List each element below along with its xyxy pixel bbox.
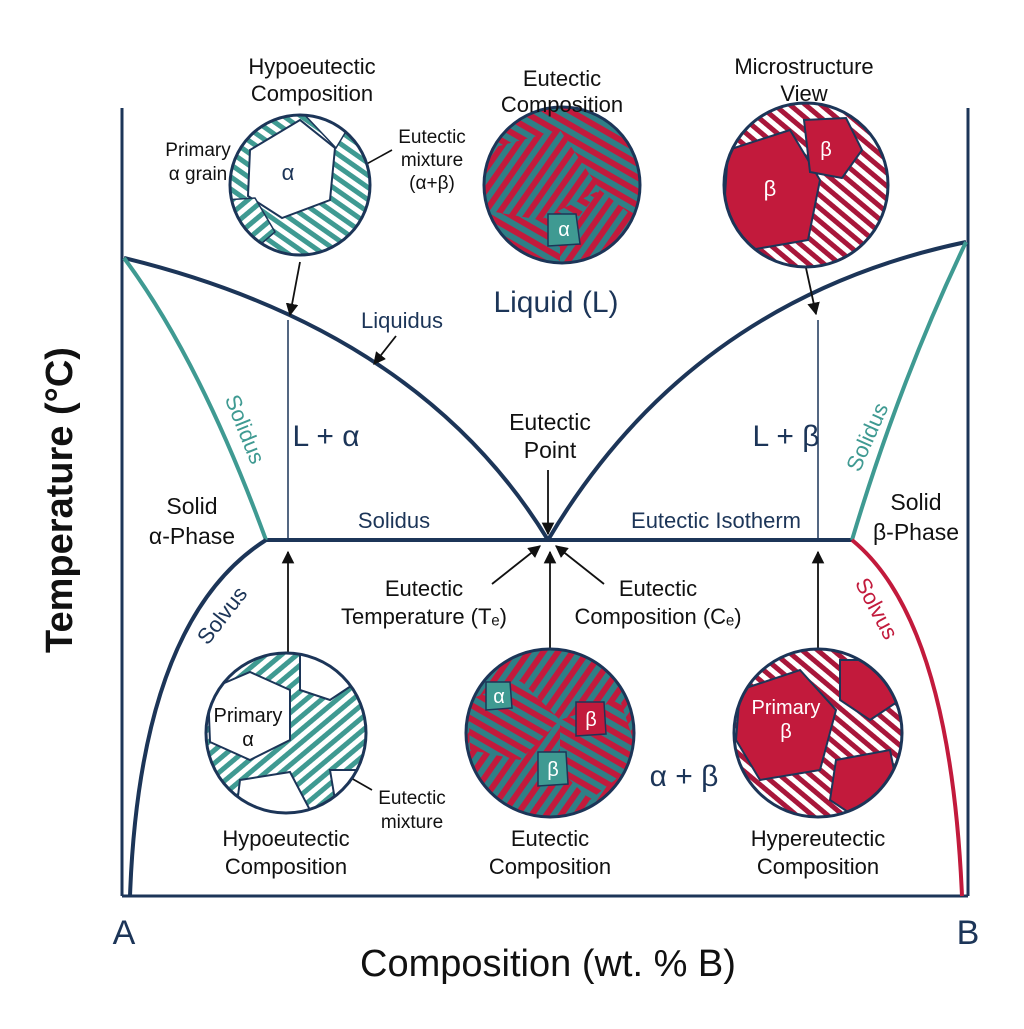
region-liquid: Liquid (L) (493, 286, 618, 319)
arrow-eutectic-comp (555, 545, 605, 585)
top-eutectic-mixture-line2: mixture (401, 150, 463, 171)
bot-eut-title-line2: Composition (489, 854, 611, 879)
micrograph-top-eutectic (482, 105, 642, 265)
eutectic-temp-line1: Eutectic (385, 576, 463, 601)
bot-eut-beta-2: β (547, 759, 559, 781)
top-micro-title-line1: Microstructure (734, 54, 873, 79)
bot-eut-beta-1: β (585, 709, 597, 731)
bot-hyper-primary-line1: Primary (752, 697, 821, 719)
label-eutectic-isotherm: Eutectic Isotherm (631, 508, 801, 533)
eutectic-point-line1: Eutectic (509, 409, 591, 435)
label-solvus-left: Solvus (192, 582, 252, 649)
y-axis-label: Temperature (°C) (39, 347, 81, 653)
bot-hypo-mixture-line2: mixture (381, 812, 443, 833)
bot-hypo-primary-line2: α (242, 729, 254, 751)
axis-end-a: A (113, 914, 136, 952)
bot-hyper-primary-line2: β (780, 721, 792, 743)
top-micro-beta-1: β (820, 139, 832, 161)
arrow-top1 (285, 261, 301, 317)
top-hypo-title-line1: Hypoeutectic (248, 54, 375, 79)
arrow-liquidus (373, 335, 397, 365)
label-solvus-right: Solvus (850, 573, 903, 643)
eutectic-temp-line2: Temperature (Tₑ) (341, 604, 507, 629)
arrow-eutectic-temp (491, 545, 541, 585)
solidus-right-curve (850, 241, 968, 541)
top-eut-alpha: α (558, 219, 570, 241)
x-axis-label: Composition (wt. % B) (360, 943, 736, 985)
top-primary-grain-line2: α grain (169, 164, 228, 185)
micrograph-bottom-eutectic (464, 647, 636, 819)
region-solid-beta-line1: Solid (890, 489, 941, 515)
liquidus-right-curve (546, 240, 967, 542)
bot-hyper-title-line2: Composition (757, 854, 879, 879)
top-hypo-title-line2: Composition (251, 81, 373, 106)
top-eutectic-mixture-line1: Eutectic (398, 127, 466, 148)
region-l-alpha: L + α (292, 420, 359, 453)
label-solidus-left: Solidus (220, 391, 270, 467)
region-solid-beta-line2: β-Phase (873, 519, 959, 545)
axis-end-b: B (957, 914, 980, 952)
micrograph-top-microstructure (722, 101, 890, 269)
region-l-beta: L + β (752, 420, 819, 453)
arrow-top3 (805, 267, 820, 316)
region-solid-alpha-line2: α-Phase (149, 523, 235, 549)
bot-hypo-title-line2: Composition (225, 854, 347, 879)
micrograph-bottom-hypereutectic (732, 647, 904, 819)
micrograph-top-hypoeutectic (228, 113, 372, 257)
eutectic-point-line2: Point (524, 437, 577, 463)
top-primary-grain-line1: Primary (165, 140, 231, 161)
region-alpha-beta: α + β (650, 760, 719, 793)
eutectic-comp-line2: Composition (Cₑ) (574, 604, 741, 629)
label-solidus-mid: Solidus (358, 508, 430, 533)
top-micro-beta-2: β (764, 176, 777, 201)
bot-hypo-primary-line1: Primary (214, 705, 283, 727)
solvus-right-curve (850, 538, 964, 897)
label-liquidus: Liquidus (361, 308, 443, 333)
region-solid-alpha-line1: Solid (166, 493, 217, 519)
top-eutectic-mixture-line3: (α+β) (409, 173, 455, 194)
top-micro-title-line2: View (780, 81, 827, 106)
top-hypo-alpha: α (282, 160, 295, 185)
eutectic-comp-line1: Eutectic (619, 576, 697, 601)
bot-eut-alpha: α (493, 686, 505, 708)
bot-eut-title-line1: Eutectic (511, 826, 589, 851)
solvus-left-curve (128, 538, 268, 897)
bot-hypo-mixture-line1: Eutectic (378, 788, 446, 809)
solidus-left-curve (122, 256, 268, 541)
top-eut-title-line2: Composition (501, 92, 623, 117)
bot-hyper-title-line1: Hypereutectic (751, 826, 886, 851)
micrograph-bottom-hypoeutectic (204, 651, 368, 815)
top-eut-title-line1: Eutectic (523, 66, 601, 91)
bot-hypo-title-line1: Hypoeutectic (222, 826, 349, 851)
